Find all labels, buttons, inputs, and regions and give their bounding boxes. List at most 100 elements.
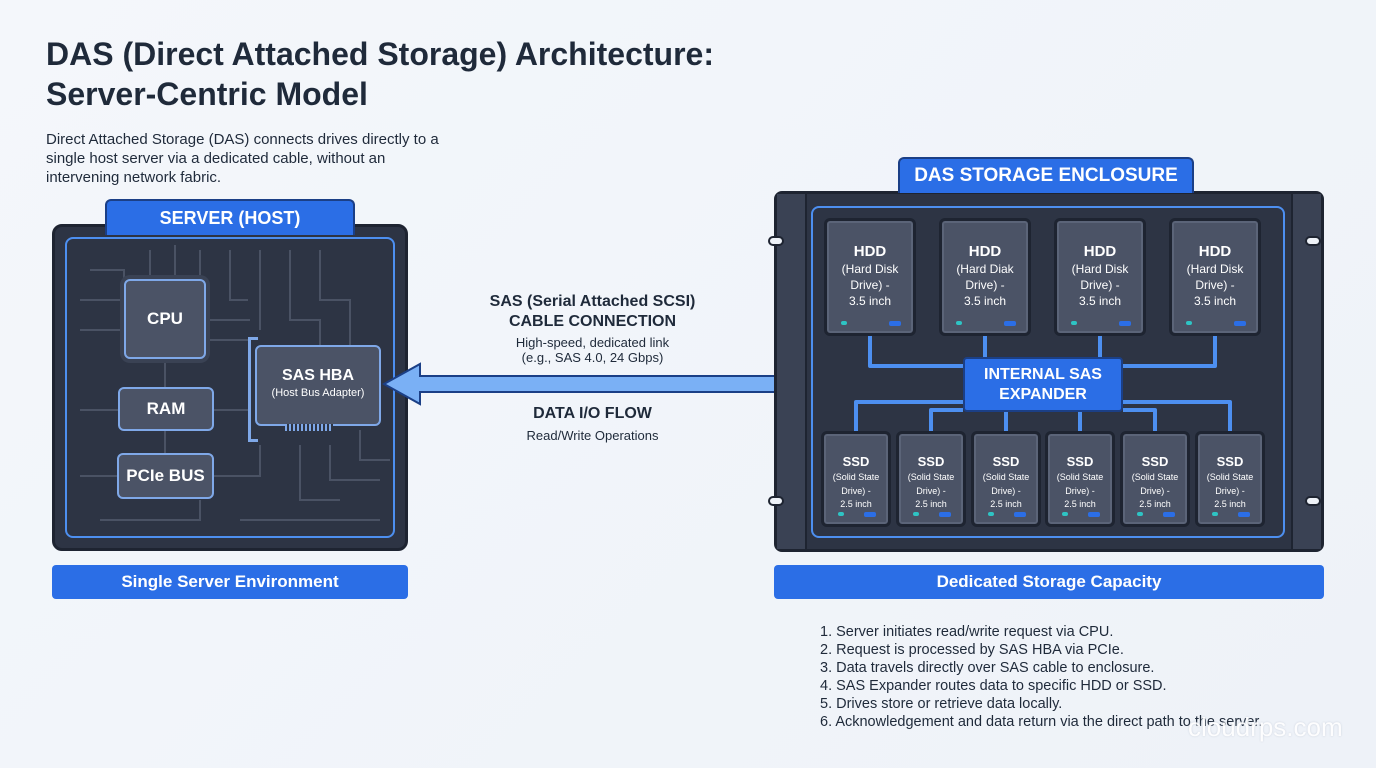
drive-title: HDD [1198, 243, 1232, 260]
drive-title: HDD [1083, 243, 1117, 260]
process-step: 5. Drives store or retrieve data locally… [820, 696, 1063, 712]
drive-desc-3: 2.5 inch [915, 499, 947, 509]
hba-connector-pins [285, 424, 333, 431]
status-led [988, 512, 994, 516]
activity-led [1238, 512, 1250, 517]
drive-desc-2: Drive) - [1140, 485, 1170, 496]
drive-title: HDD [968, 243, 1002, 260]
enclosure-inner-outline [811, 206, 1285, 538]
drive-title: SSD [917, 454, 945, 469]
enclosure-footer: Dedicated Storage Capacity [774, 565, 1324, 599]
status-led [913, 512, 919, 516]
drive-desc-1: (Solid State [1056, 472, 1104, 482]
expander-line-2: EXPANDER [999, 385, 1087, 403]
sas-hba-card: SAS HBA (Host Bus Adapter) [255, 345, 381, 426]
drive-desc-3: 3.5 inch [1193, 294, 1237, 308]
expander-line-1: INTERNAL SAS [984, 365, 1102, 383]
title-line-2: Server-Centric Model [46, 76, 368, 112]
watermark: cloudrps.com [1188, 712, 1343, 742]
drive-desc-1: (Hard Disk [841, 262, 899, 276]
drive-desc-3: 2.5 inch [990, 499, 1022, 509]
process-step: 1. Server initiates read/write request v… [820, 624, 1114, 640]
mount-ear-bottom-right [1305, 496, 1321, 506]
activity-led [1004, 321, 1016, 326]
status-led [1062, 512, 1068, 516]
process-step: 2. Request is processed by SAS HBA via P… [820, 642, 1124, 658]
activity-led [1163, 512, 1175, 517]
process-step: 3. Data travels directly over SAS cable … [820, 660, 1155, 676]
enclosure-label: DAS STORAGE ENCLOSURE [898, 157, 1194, 193]
activity-led [1088, 512, 1100, 517]
enclosure-rail-left [777, 194, 807, 549]
drive-title: SSD [992, 454, 1020, 469]
drive-title: SSD [1141, 454, 1169, 469]
process-step: 6. Acknowledgement and data return via t… [820, 714, 1263, 730]
drive-desc-1: (Solid State [832, 472, 880, 482]
ram-module: RAM [118, 387, 214, 431]
sas-expander: INTERNAL SAS EXPANDER [963, 357, 1123, 412]
process-step: 4. SAS Expander routes data to specific … [820, 678, 1167, 694]
server-footer: Single Server Environment [52, 565, 408, 599]
mount-ear-top-left [768, 236, 784, 246]
activity-led [1234, 321, 1246, 326]
drive-title: HDD [853, 243, 887, 260]
status-led [1137, 512, 1143, 516]
drive-desc-2: Drive) - [1080, 278, 1120, 292]
status-led [841, 321, 847, 325]
hba-bracket [248, 337, 258, 442]
drive-desc-3: 3.5 inch [963, 294, 1007, 308]
hba-subtitle: (Host Bus Adapter) [271, 387, 365, 399]
drive-title: SSD [1216, 454, 1244, 469]
mount-ear-bottom-left [768, 496, 784, 506]
drive-desc-2: Drive) - [991, 485, 1021, 496]
title-line-1: DAS (Direct Attached Storage) Architectu… [46, 36, 714, 72]
drive-desc-3: 2.5 inch [1064, 499, 1096, 509]
drive-desc-2: Drive) - [1195, 278, 1235, 292]
drive-desc-1: (Solid State [1206, 472, 1254, 482]
drive-desc-1: (Hard Disk [1071, 262, 1129, 276]
status-led [956, 321, 962, 325]
activity-led [864, 512, 876, 517]
status-led [1071, 321, 1077, 325]
drive-desc-2: Drive) - [916, 485, 946, 496]
drive-desc-2: Drive) - [841, 485, 871, 496]
drive-desc-3: 2.5 inch [840, 499, 872, 509]
cpu-chip: CPU [124, 279, 206, 359]
activity-led [889, 321, 901, 326]
cable-subtitle: High-speed, dedicated link (e.g., SAS 4.… [470, 335, 715, 365]
cable-sub-line-1: High-speed, dedicated link [515, 335, 670, 350]
data-flow-subtitle: Read/Write Operations [526, 428, 659, 443]
mount-ear-top-right [1305, 236, 1321, 246]
drive-desc-1: (Hard Disk [1186, 262, 1244, 276]
drive-desc-1: (Solid State [1131, 472, 1179, 482]
intro-text: Direct Attached Storage (DAS) connects d… [46, 131, 439, 186]
drive-title: SSD [842, 454, 870, 469]
drive-desc-1: (Solid State [982, 472, 1030, 482]
drive-desc-2: Drive) - [965, 278, 1005, 292]
activity-led [1119, 321, 1131, 326]
activity-led [939, 512, 951, 517]
drive-desc-2: Drive) - [1215, 485, 1245, 496]
drive-desc-3: 2.5 inch [1139, 499, 1171, 509]
cable-sub-line-2: (e.g., SAS 4.0, 24 Gbps) [521, 350, 664, 365]
process-steps: 1. Server initiates read/write request v… [820, 623, 1340, 731]
page-title: DAS (Direct Attached Storage) Architectu… [46, 34, 806, 114]
drive-desc-3: 2.5 inch [1214, 499, 1246, 509]
drive-desc-1: (Hard Diak [956, 262, 1014, 276]
cable-title-line-2: CABLE CONNECTION [508, 313, 677, 330]
status-led [838, 512, 844, 516]
status-led [1212, 512, 1218, 516]
drive-desc-2: Drive) - [850, 278, 890, 292]
pcie-bus: PCIe BUS [117, 453, 214, 499]
drive-desc-3: 3.5 inch [1078, 294, 1122, 308]
